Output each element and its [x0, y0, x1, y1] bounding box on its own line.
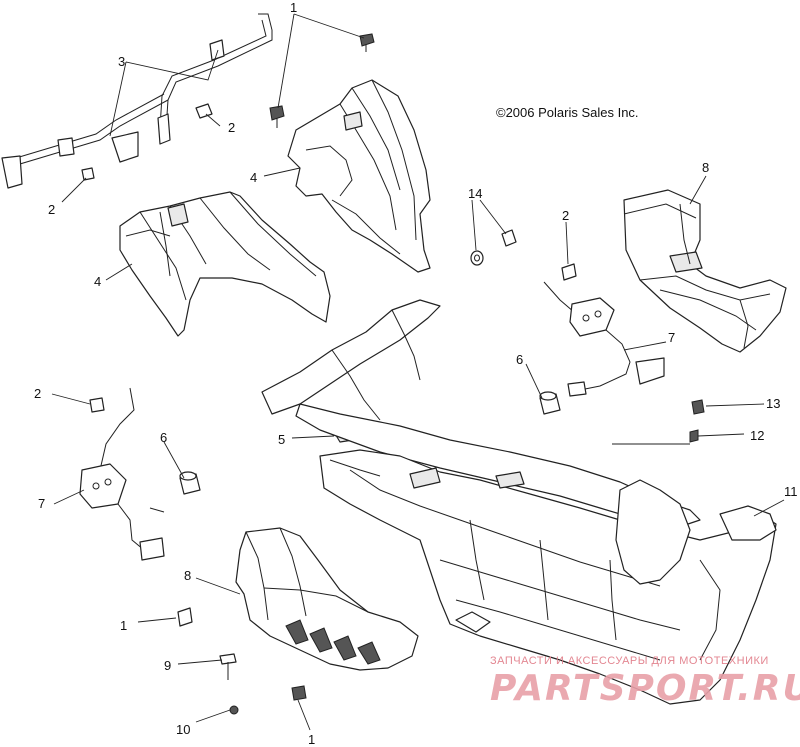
- callout-1-lower: 1: [120, 618, 127, 633]
- grommet-part-14-a: [470, 250, 484, 266]
- callout-2-left: 2: [48, 202, 55, 217]
- callout-2-lower-left: 2: [34, 386, 41, 401]
- leader-lines: [51, 13, 785, 731]
- callout-4-left: 4: [94, 274, 101, 289]
- callout-8-lower: 8: [184, 568, 191, 583]
- main-frame-part-11: [261, 299, 777, 705]
- clip-fastener-upper-right: [359, 33, 375, 52]
- callout-5: 5: [278, 432, 285, 447]
- callout-3: 3: [118, 54, 125, 69]
- callout-1-top: 1: [290, 0, 297, 15]
- callout-6-left: 6: [160, 430, 167, 445]
- callout-2-center: 2: [228, 120, 235, 135]
- callout-9: 9: [164, 658, 171, 673]
- callout-6-right: 6: [516, 352, 523, 367]
- screw-part-13: [691, 399, 705, 415]
- callout-7-left: 7: [38, 496, 45, 511]
- callout-1-bottom: 1: [308, 732, 315, 747]
- clip-part-1-bottom: [291, 685, 307, 701]
- callout-14: 14: [468, 186, 482, 201]
- rear-fender-panel-part-4-right: [287, 79, 431, 273]
- callout-4-right: 4: [250, 170, 257, 185]
- callout-11: 11: [784, 484, 798, 499]
- callout-7-right: 7: [668, 330, 675, 345]
- watermark-logo: PARTSPORT.RU: [490, 668, 800, 709]
- footrest-bracket-part-7-right: [543, 281, 665, 397]
- watermark-tagline: ЗАПЧАСТИ И АКСЕССУАРЫ ДЛЯ МОТОТЕХНИКИ: [490, 655, 769, 667]
- callout-labels: 1 3 2 2 4 4 14 2 8 7 6 2 6 5 7 13 12 11 …: [34, 0, 798, 747]
- push-rivet-right: [561, 263, 577, 281]
- nut-part-10: [229, 705, 239, 715]
- footwell-box-part-8-upper: [623, 189, 787, 353]
- bushing-part-6-right: [539, 391, 561, 415]
- footrest-bracket-part-7-left: [79, 387, 165, 561]
- callout-12: 12: [750, 428, 764, 443]
- push-rivet-lower-left: [89, 397, 105, 413]
- callout-8-upper: 8: [702, 160, 709, 175]
- push-rivet-left: [81, 167, 95, 181]
- callout-2-right: 2: [562, 208, 569, 223]
- grommet-part-14-b: [501, 229, 517, 247]
- push-rivet-part-1-lower: [177, 607, 193, 627]
- push-rivet-center: [195, 103, 213, 119]
- clip-fastener-center: [269, 105, 285, 128]
- support-bracket-part-3: [1, 13, 273, 189]
- pin-part-12: [689, 429, 699, 443]
- callout-13: 13: [766, 396, 780, 411]
- front-fender-panel-part-4-left: [119, 191, 331, 337]
- callout-10: 10: [176, 722, 190, 737]
- watermark: ЗАПЧАСТИ И АКСЕССУАРЫ ДЛЯ МОТОТЕХНИКИ PA…: [490, 655, 800, 709]
- bolt-part-9: [219, 653, 237, 680]
- copyright-text: ©2006 Polaris Sales Inc.: [496, 105, 639, 120]
- footwell-part-8-lower: [235, 527, 419, 671]
